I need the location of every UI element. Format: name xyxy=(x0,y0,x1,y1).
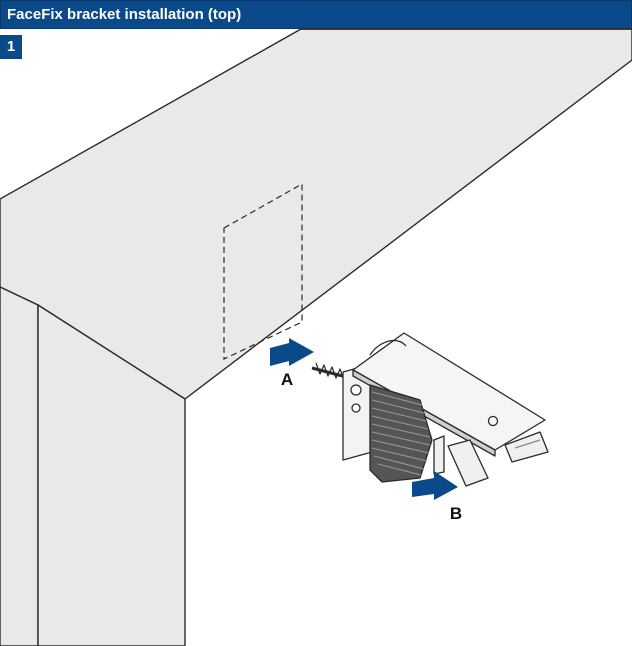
step-number-badge: 1 xyxy=(0,35,22,59)
window-frame xyxy=(0,28,632,646)
bracket-spring-body xyxy=(369,384,433,483)
frame-side-face xyxy=(0,286,39,646)
frame-inner-face xyxy=(37,304,186,646)
bracket-latch xyxy=(504,431,549,463)
label-a: A xyxy=(281,370,293,389)
bracket-clip-lever xyxy=(447,439,489,487)
diagram-title: FaceFix bracket installation (top) xyxy=(0,0,632,29)
push-arrow-icon xyxy=(412,471,458,500)
bracket-hole xyxy=(487,415,499,427)
push-arrow-icon xyxy=(270,338,314,366)
facefix-bracket xyxy=(311,332,549,487)
label-b: B xyxy=(450,504,462,523)
